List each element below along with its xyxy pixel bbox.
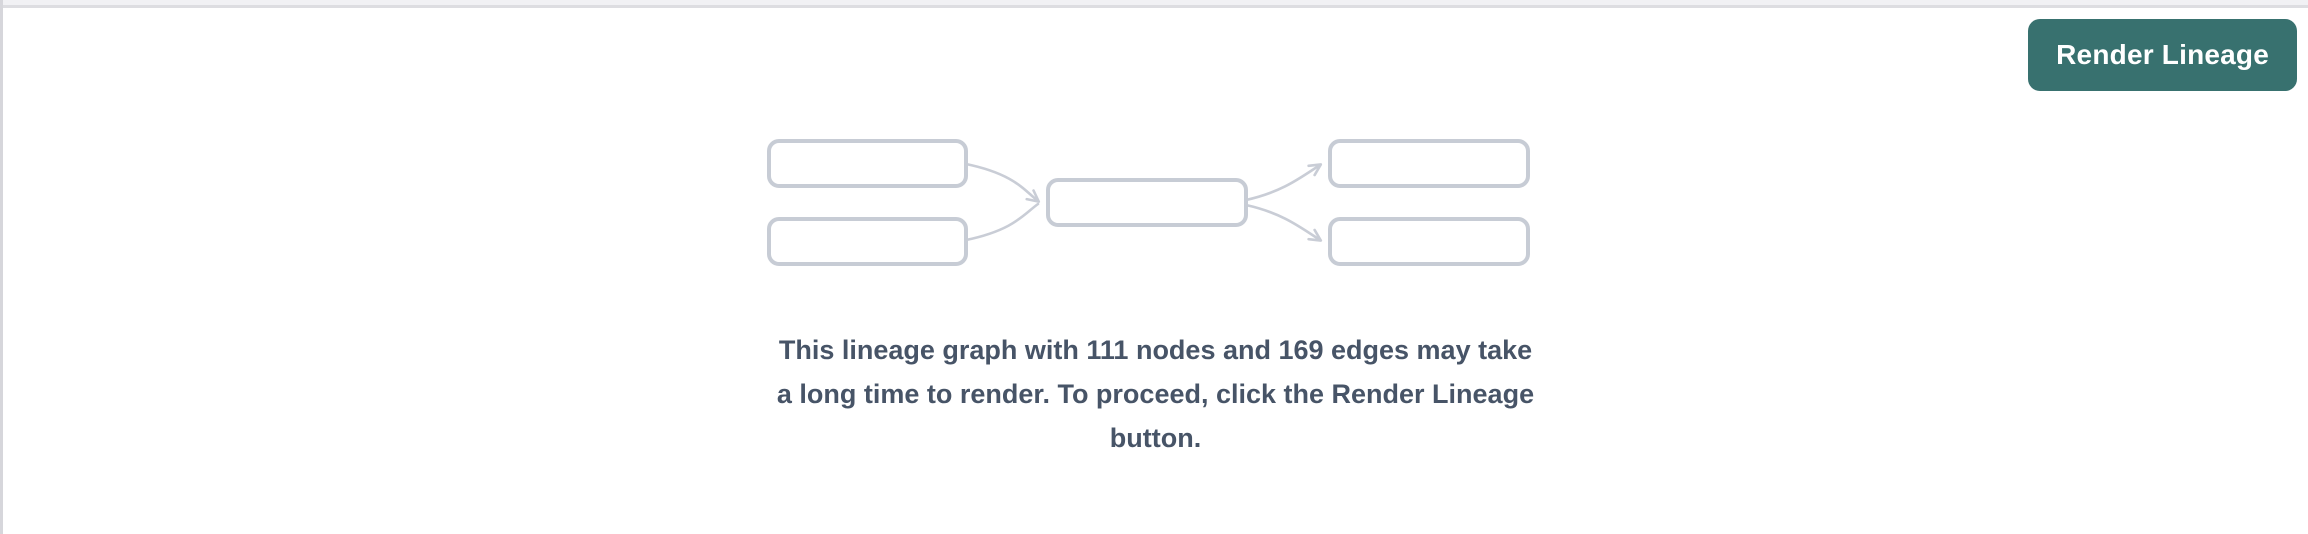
lineage-placeholder: This lineage graph with 111 nodes and 16…: [3, 138, 2308, 460]
placeholder-node: [1327, 217, 1530, 266]
placeholder-edge: [964, 202, 1039, 242]
placeholder-node: [1327, 139, 1530, 188]
lineage-warning-line: a long time to render. To proceed, click…: [776, 379, 1535, 409]
placeholder-node: [766, 217, 968, 266]
render-lineage-button[interactable]: Render Lineage: [2028, 19, 2297, 91]
lineage-warning-line: button.: [1109, 423, 1202, 453]
placeholder-node: [1045, 178, 1248, 227]
placeholder-edge: [1244, 163, 1322, 202]
placeholder-edge: [964, 162, 1040, 203]
placeholder-edge: [1244, 203, 1322, 242]
top-divider: [3, 0, 2308, 8]
placeholder-node: [766, 139, 968, 188]
lineage-warning-message: This lineage graph with 111 nodes and 16…: [777, 328, 1534, 460]
lineage-warning-line: This lineage graph with 111 nodes and 16…: [778, 335, 1533, 365]
lineage-graph-placeholder-illustration: [766, 139, 1530, 266]
